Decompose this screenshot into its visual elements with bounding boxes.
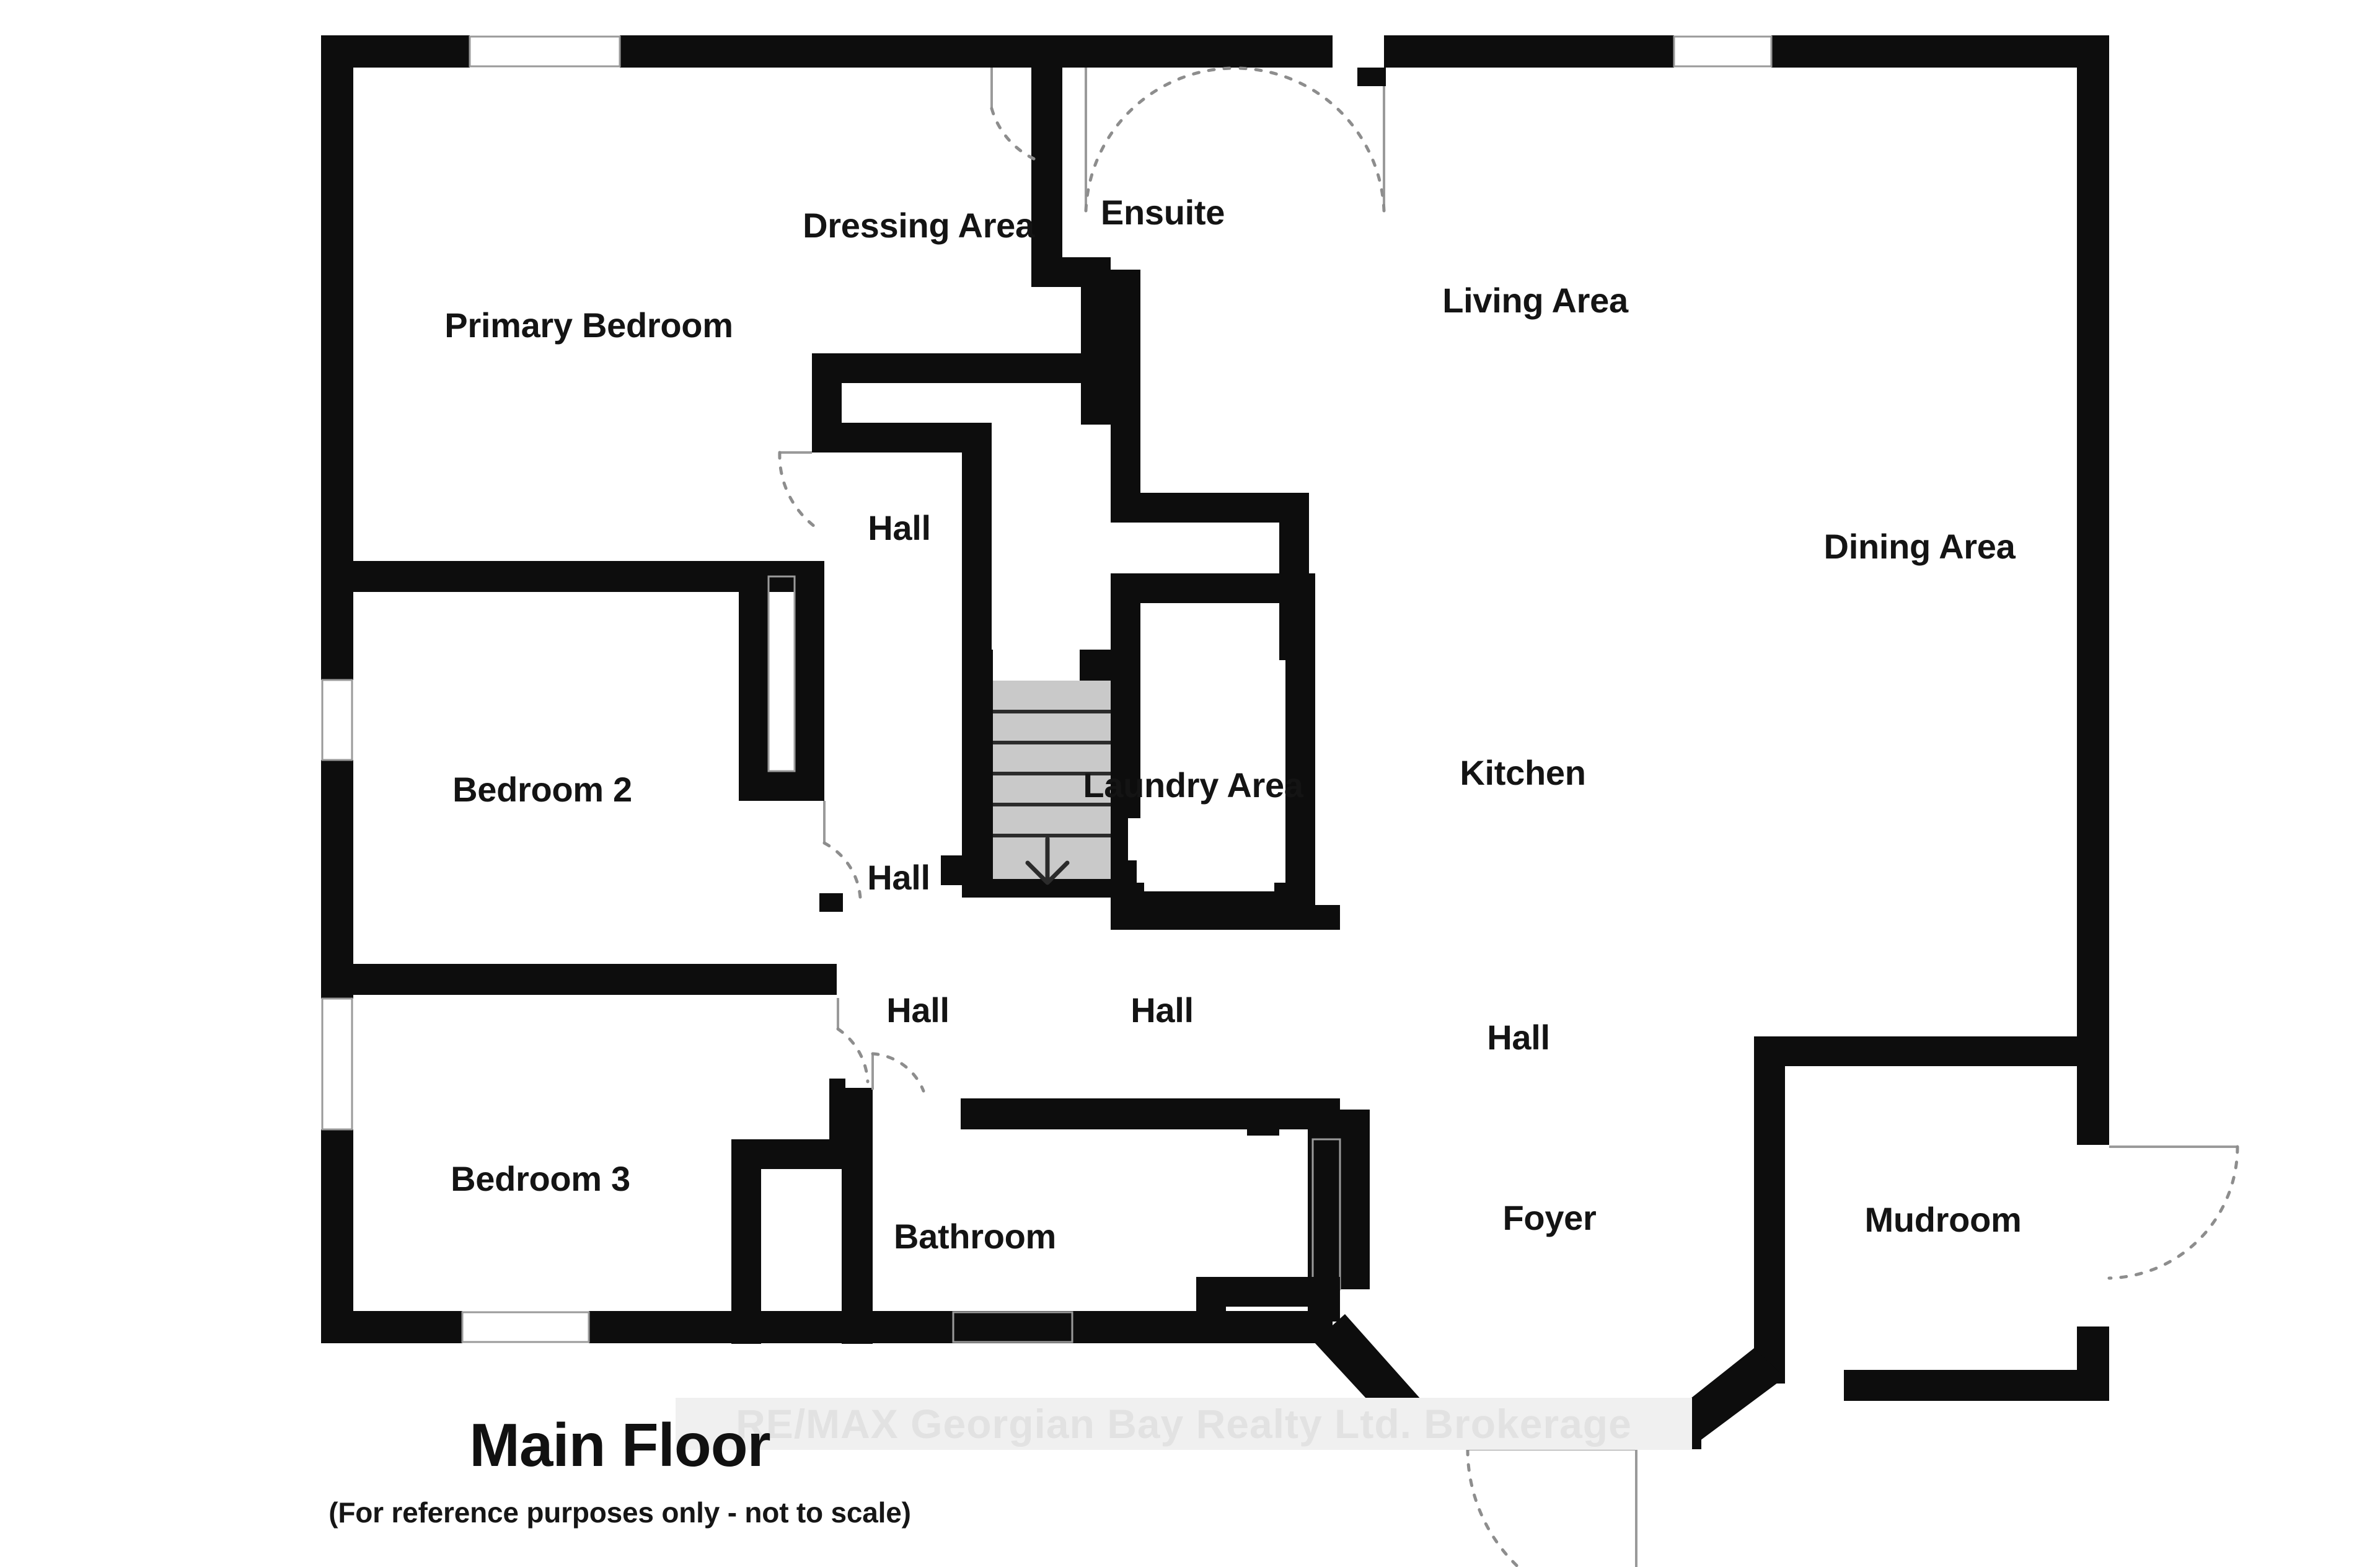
window-top-right bbox=[1673, 35, 1773, 68]
page-subtitle: (For reference purposes only - not to sc… bbox=[328, 1496, 911, 1529]
wall-bed2-closet-right bbox=[795, 576, 824, 801]
room-label-living-area: Living Area bbox=[1442, 281, 1628, 320]
wall-bed2-closet-bottom bbox=[739, 771, 824, 801]
wall-bath-bottom-1 bbox=[842, 1311, 953, 1343]
window-top-left bbox=[469, 35, 621, 68]
room-label-hall-upper: Hall bbox=[868, 508, 931, 547]
window-left-upper bbox=[321, 679, 353, 761]
room-label-dressing-area: Dressing Area bbox=[803, 206, 1034, 245]
wall-stair-bottom-left bbox=[941, 855, 978, 885]
wall-mudroom-left bbox=[1754, 1036, 1785, 1384]
wall-dressing-2 bbox=[1081, 257, 1111, 425]
wall-laundry-left bbox=[1111, 573, 1140, 840]
title-block: Main Floor (For reference purposes only … bbox=[0, 1413, 1240, 1529]
room-label-hall-lower-mid: Hall bbox=[1130, 991, 1194, 1030]
wall-bath-left bbox=[842, 1097, 873, 1344]
room-label-bathroom: Bathroom bbox=[893, 1217, 1057, 1256]
room-label-mudroom: Mudroom bbox=[1864, 1200, 2022, 1239]
wall-core-bottom bbox=[1111, 905, 1315, 930]
bedroom2-walls bbox=[321, 561, 862, 995]
wall-left-2 bbox=[321, 760, 353, 999]
wall-bed2-door-stub bbox=[819, 893, 843, 912]
wall-stub-a bbox=[1315, 905, 1340, 930]
wall-top-3 bbox=[1384, 35, 1674, 68]
down-arrow-icon bbox=[1025, 836, 1070, 885]
wall-left-3 bbox=[321, 1129, 353, 1343]
wall-mudroom-top bbox=[1754, 1036, 1977, 1066]
room-label-primary-bedroom: Primary Bedroom bbox=[444, 306, 733, 345]
door-swing-bathroom bbox=[871, 1052, 925, 1093]
primary-suite-walls bbox=[778, 68, 1309, 660]
room-label-hall-right: Hall bbox=[1487, 1018, 1550, 1057]
laundry-opening-2 bbox=[1144, 873, 1274, 891]
wall-right-mid bbox=[2077, 1046, 2109, 1145]
wall-hall-top bbox=[812, 423, 992, 452]
door-swing-living-left bbox=[1084, 66, 1237, 213]
wall-living-door-stub bbox=[1357, 68, 1386, 86]
window-bottom-bedroom3 bbox=[461, 1311, 590, 1343]
misc-wall-stubs bbox=[1315, 905, 2014, 1066]
wall-bottom-1 bbox=[321, 1311, 462, 1343]
closet-bedroom2 bbox=[767, 575, 796, 772]
wall-bed2-closet-left bbox=[739, 561, 769, 785]
wall-stub-mudroom-gap bbox=[1977, 1036, 2014, 1066]
room-label-kitchen: Kitchen bbox=[1460, 753, 1586, 792]
brokerage-watermark: RE/MAX Georgian Bay Realty Ltd. Brokerag… bbox=[676, 1398, 1692, 1450]
wall-dressing-bottom bbox=[812, 353, 1085, 383]
door-swing-living-right bbox=[1233, 66, 1386, 213]
stair-treads bbox=[993, 710, 1111, 837]
door-swing-primary bbox=[778, 451, 819, 530]
room-label-dining-area: Dining Area bbox=[1823, 527, 2016, 566]
wall-laundry-top bbox=[1111, 573, 1315, 603]
door-swing-mudroom bbox=[2107, 1145, 2239, 1280]
wall-right-upper bbox=[2077, 35, 2109, 1046]
door-swing-bed2 bbox=[822, 841, 862, 899]
door-swing-front bbox=[1466, 1447, 1521, 1567]
room-label-hall-lower-left: Hall bbox=[886, 991, 950, 1030]
wall-ensuite-divider bbox=[1031, 68, 1062, 272]
wall-ensuite-bottom bbox=[1111, 493, 1309, 523]
door-swing-bed3 bbox=[836, 1027, 870, 1084]
bathroom-walls bbox=[842, 1052, 1370, 1344]
room-label-bedroom-2: Bedroom 2 bbox=[452, 770, 632, 809]
wall-top-2 bbox=[620, 35, 1333, 68]
wall-bath-left-stub bbox=[842, 1088, 873, 1125]
wall-hall-right bbox=[962, 423, 992, 650]
wall-bottom-3 bbox=[777, 1311, 845, 1343]
room-label-bedroom-3: Bedroom 3 bbox=[451, 1159, 630, 1198]
room-label-hall-mid-left: Hall bbox=[867, 858, 930, 897]
wall-bed3-top-stub bbox=[793, 964, 837, 995]
wall-bath-right-in bbox=[1247, 1098, 1279, 1136]
laundry-opening bbox=[1128, 818, 1283, 860]
wall-mudroom-bottom bbox=[1844, 1370, 2109, 1401]
wall-ensuite-left bbox=[1111, 270, 1140, 521]
window-bathroom bbox=[952, 1311, 1073, 1343]
room-label-foyer: Foyer bbox=[1502, 1198, 1597, 1237]
wall-bed2-bottom bbox=[321, 964, 793, 995]
stairs-fill bbox=[993, 681, 1111, 879]
wall-bath-bottom-2 bbox=[1072, 1311, 1227, 1343]
wall-kitchen-left bbox=[1285, 620, 1315, 930]
wall-bath-right-outer bbox=[1340, 1110, 1370, 1289]
page-title: Main Floor bbox=[469, 1411, 770, 1479]
center-core-walls bbox=[941, 573, 1315, 930]
room-label-laundry-area: Laundry Area bbox=[1083, 766, 1303, 805]
room-label-ensuite: Ensuite bbox=[1100, 193, 1225, 232]
bedroom3-walls bbox=[731, 964, 870, 1344]
wall-bed3-right-vert bbox=[731, 1139, 761, 1344]
wall-top-4 bbox=[1771, 35, 2109, 68]
wall-stair-left bbox=[962, 650, 993, 879]
living-area-doors bbox=[1084, 66, 1386, 213]
door-swing-dressing-top bbox=[990, 107, 1044, 164]
window-left-lower bbox=[321, 997, 353, 1131]
